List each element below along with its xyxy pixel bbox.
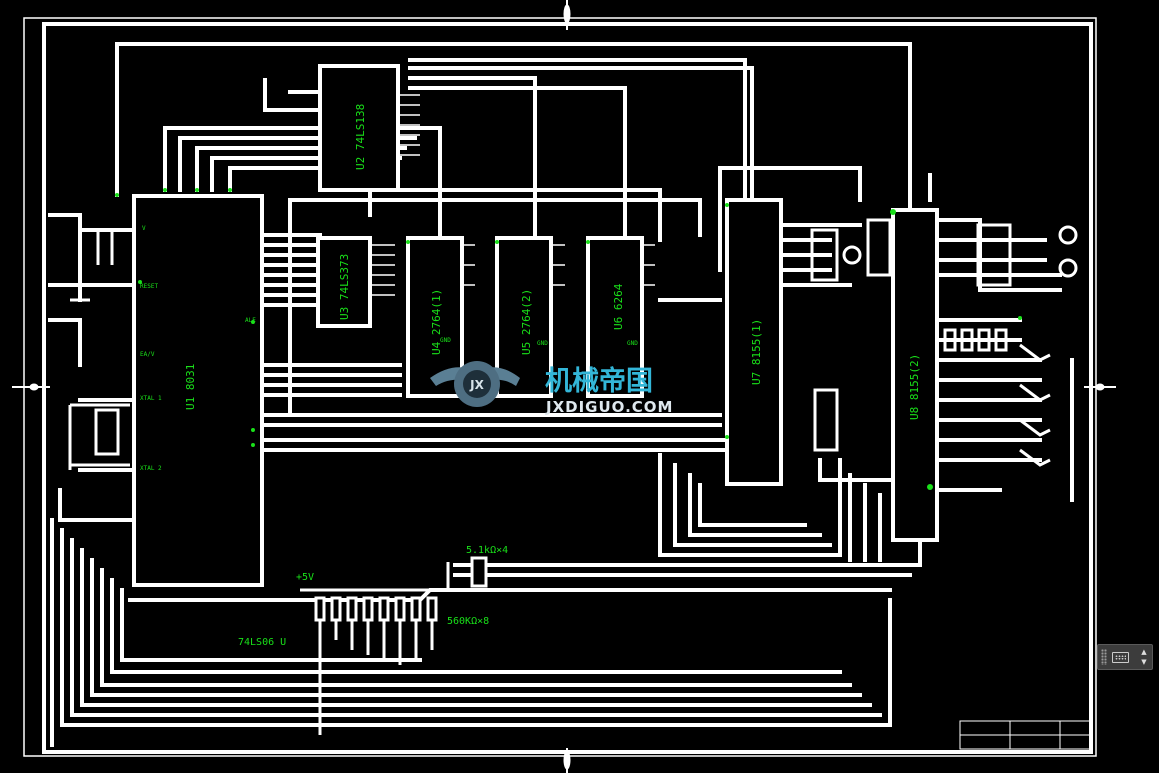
svg-text:GND: GND: [537, 340, 548, 347]
u1-ale-pin: ALE: [245, 317, 256, 324]
watermark-en: JXDIGUO.COM: [545, 398, 673, 416]
u1-ea-pin: EA/V: [140, 351, 155, 358]
watermark-badge: JX: [469, 378, 484, 392]
svg-text:GND: GND: [627, 340, 638, 347]
chip-u7: U7 8155(1): [725, 198, 783, 486]
resistor-network-560k: [300, 588, 445, 735]
watermark: JX 机械帝国 JXDIGUO.COM: [430, 361, 673, 416]
keyboard-icon: [1112, 652, 1129, 663]
u1-xtal1-pin: XTAL 1: [140, 395, 162, 402]
drag-handle-icon[interactable]: [1101, 649, 1107, 665]
junction-dots: [115, 188, 1022, 490]
u8-label: U8 8155(2): [908, 354, 921, 420]
chip-u1: U1 8031 V RESET EA/V XTAL 1 XTAL 2 ALE: [132, 194, 264, 587]
chip-u3: U3 74LS373: [316, 236, 372, 328]
drawing-frame: [12, 0, 1116, 773]
resistor-560k-label: 560KΩ×8: [447, 616, 489, 627]
watermark-cn: 机械帝国: [545, 365, 653, 397]
u4-label: U4 2764(1): [430, 289, 443, 355]
toggle-arrows-icon: ▲ ▼: [1141, 648, 1147, 666]
u2-label: U2 74LS138: [354, 104, 367, 170]
title-block: [959, 720, 1091, 750]
resistor-5k1-label: 5.1kΩ×4: [466, 545, 508, 556]
output-relays: [810, 218, 1078, 467]
u5-label: U5 2764(2): [520, 289, 533, 355]
chip-u6: U6 6264 GND: [586, 236, 644, 398]
u7-label: U7 8155(1): [750, 319, 763, 385]
chip-u8: U8 8155(2): [891, 208, 939, 542]
vcc-label: +5V: [296, 572, 314, 583]
resistor-network-5k1: [446, 556, 488, 590]
svg-text:V: V: [142, 225, 146, 232]
u6-label: U6 6264: [612, 283, 625, 330]
u1-label: U1 8031: [184, 364, 197, 410]
inverter-label: 74LS06 U: [238, 637, 286, 648]
svg-text:GND: GND: [440, 337, 451, 344]
u1-xtal2-pin: XTAL 2: [140, 465, 162, 472]
u1-reset-pin: RESET: [140, 283, 158, 290]
keyboard-toggle-button[interactable]: ▲ ▼: [1097, 644, 1153, 670]
u3-label: U3 74LS373: [338, 254, 351, 320]
crystal-oscillator: [68, 230, 130, 470]
chip-u2: U2 74LS138: [318, 64, 400, 192]
chip-u5: U5 2764(2) GND: [495, 236, 553, 398]
